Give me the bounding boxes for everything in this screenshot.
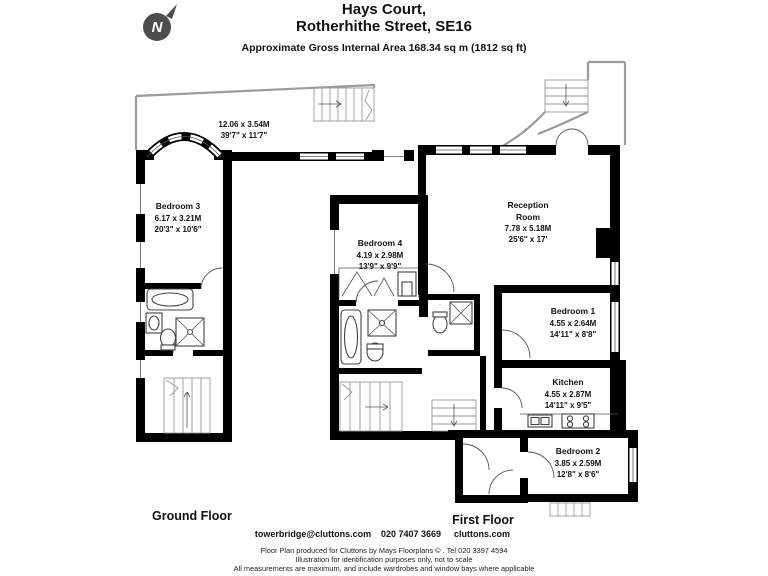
toilet-icon [366,342,384,362]
website-text: cluttons.com [453,529,511,539]
shower-icon [175,317,205,347]
kitchen-sink-icon [527,414,553,428]
toilet-icon [432,311,448,334]
terrace-bottom-wall [232,150,414,161]
shower-icon [367,309,397,337]
page-title-line1: Hays Court, [341,1,427,18]
first-floor-label: First Floor [452,513,514,527]
middle-stairs-icon [339,381,403,432]
landing-stairs-icon [544,79,589,113]
door-arc [501,329,531,359]
door-arc [355,280,379,304]
terrace-label: 12.06 x 3.54M 39'7" x 11'7" [218,120,270,141]
gross-internal-area: Approximate Gross Internal Area 168.34 s… [241,42,527,54]
bedroom4-label: Bedroom 4 4.19 x 2.98M 13'9" x 9'9" [356,238,404,271]
door-arc [462,443,490,471]
ground-floor-block [134,132,232,442]
disclaimer-line2: Illustration for identification purposes… [295,555,473,564]
door-arc [488,469,514,495]
hall-stairs-icon [431,399,477,432]
ground-floor-label: Ground Floor [152,509,232,523]
kitchen-label: Kitchen 4.55 x 2.87M 14'11" x 9'5" [544,377,592,410]
page-title-line2: Rotherhithe Street, SE16 [296,18,472,35]
window-icon [134,184,147,378]
reception-room-label: Reception Room 7.78 x 5.18M 25'6'' x 17' [504,200,552,245]
wardrobe-icon [338,267,420,298]
bay-window-icon [143,132,225,161]
door-arc [425,263,455,293]
ground-stairs-icon [163,377,211,434]
corridor-wall [480,356,486,432]
disclaimer-line3: All measurements are maximum, and includ… [233,564,535,573]
bathtub-icon [340,309,362,365]
bedroom1-label: Bedroom 1 4.55 x 2.64M 14'11" x 8'8" [549,306,597,339]
terrace-outline [134,83,376,150]
shower-icon [449,301,473,325]
toilet-icon [159,328,177,351]
door-arc [200,267,223,290]
french-door-icon [555,128,589,155]
first-floor-block [418,128,638,517]
compass-icon: N [143,4,177,41]
stove-icon [561,413,595,429]
terrace-stairs-icon [313,87,375,122]
landing-outline [499,60,627,149]
bedroom3-label: Bedroom 3 6.17 x 3.21M 20'3" x 10'6" [154,201,202,234]
entrance-steps-icon [549,502,591,517]
bedroom2-label: Bedroom 2 3.85 x 2.59M 12'8" x 8'6" [554,446,602,479]
bathtub-icon [146,288,194,311]
door-arc [501,387,523,409]
wc-room [428,294,480,356]
svg-text:N: N [152,19,164,36]
email-text: towerbridge@cluttons.com [254,529,372,539]
door-arc [527,451,555,479]
phone-text: 020 7407 3669 [380,529,442,539]
disclaimer-line1: Floor Plan produced for Cluttons by Mays… [260,546,508,555]
sink-icon [145,312,163,334]
